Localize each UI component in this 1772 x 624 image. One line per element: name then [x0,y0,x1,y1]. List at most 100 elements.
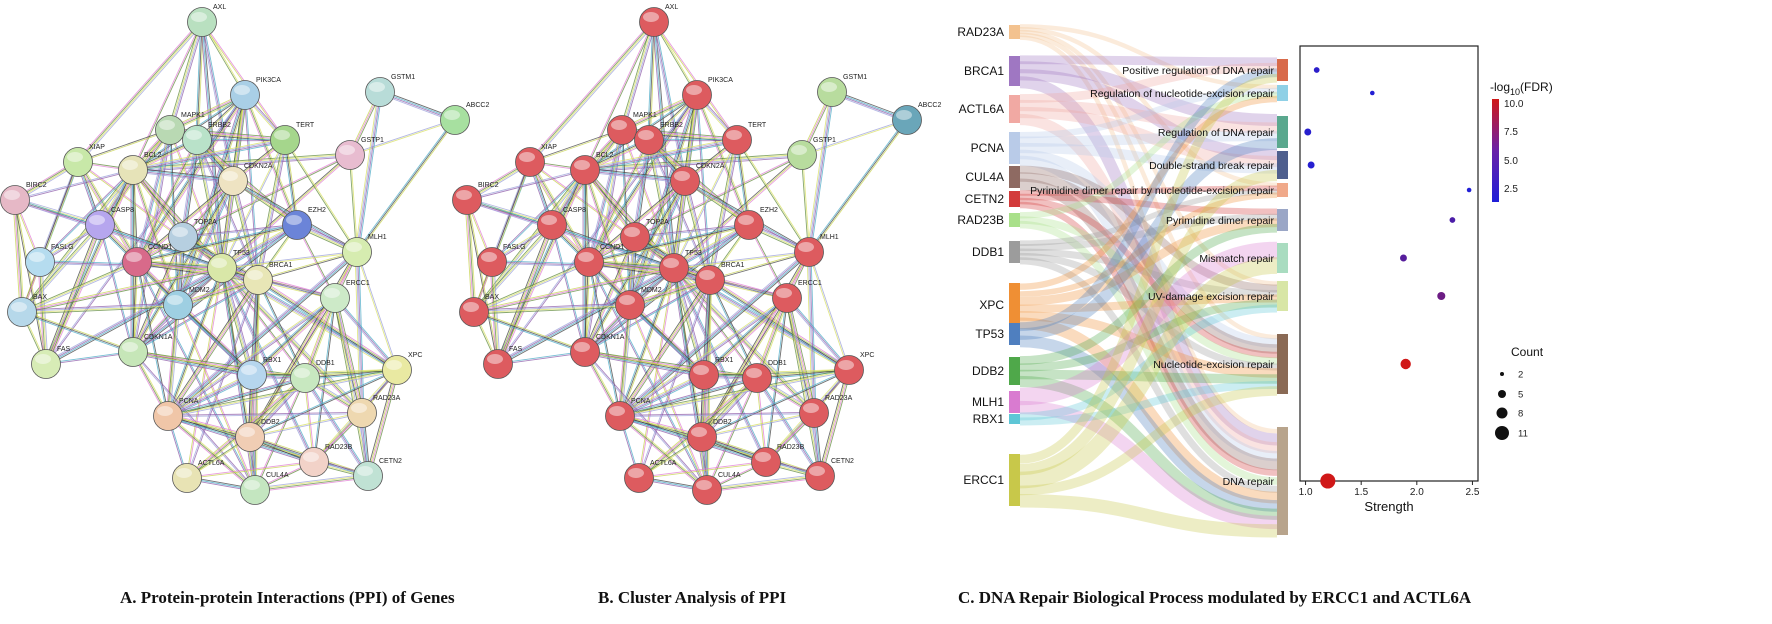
ppi-edge [585,156,803,173]
node-label-brca1: BRCA1 [721,262,744,269]
ppi-edge [220,268,255,491]
ppi-edge [672,268,766,463]
node-highlight [896,110,912,120]
ppi-edge [43,169,132,364]
gene-label-tp53: TP53 [975,327,1004,341]
dot-point [1437,291,1446,301]
ppi-edge [167,368,397,416]
ppi-edge [817,369,848,476]
ppi-edge [168,375,253,417]
node-label-bax: BAX [485,294,499,301]
ppi-edge [357,251,364,413]
ppi-edge [674,267,706,375]
node-highlight [578,252,594,262]
ppi-edge [335,296,399,370]
process-label: Regulation of nucleotide-excision repair [1090,88,1274,100]
ppi-edge [465,200,474,313]
node-highlight [798,242,814,252]
ppi-edge [138,95,248,264]
dot-point [1313,67,1320,73]
ppi-edge [618,296,787,416]
ppi-edge [185,267,222,478]
sankey-link [1019,155,1278,462]
ppi-edge [619,251,809,416]
ppi-edge [47,170,136,365]
ppi-edge [585,167,686,180]
process-label: Nucleotide-excision repair [1153,359,1274,371]
ppi-edge [132,21,202,170]
ppi-edge [785,298,820,477]
ppi-edge [182,223,297,237]
node-highlight [303,452,319,462]
node-highlight [324,288,340,298]
node-label-cdkn1a: CDKN1A [596,334,625,341]
sankey-link [1019,294,1278,313]
process-bar [1277,59,1288,81]
ppi-edge [168,413,363,418]
ppi-edge [369,370,400,477]
gene-bar-rad23b [1009,213,1020,227]
ppi-edge [133,141,286,173]
ppi-edge [584,170,685,183]
node-rad23a [347,398,377,428]
node-label-abcc2: ABCC2 [466,102,489,109]
ppi-edge [253,377,305,490]
sankey-link [1019,61,1278,126]
ppi-edge [168,370,398,418]
ppi-edge [133,167,234,180]
node-label-faslg: FASLG [503,244,526,251]
ppi-edge [221,250,357,268]
ppi-edge [619,369,850,417]
ppi-edge [137,261,170,416]
gene-bar-ddb1 [1009,241,1020,263]
ppi-edge [710,279,758,378]
ppi-edge [131,223,297,352]
node-label-mlh1: MLH1 [820,234,839,241]
ppi-edge [584,224,750,353]
process-bar [1277,85,1288,101]
ppi-edge [132,170,233,183]
ppi-edge [167,369,398,417]
node-xpc [382,355,412,385]
ppi-edge [467,199,500,364]
ppi-edge [355,91,380,252]
ppi-edge [621,280,713,418]
ppi-edge [132,152,350,169]
ppi-edge [552,223,675,268]
sankey-link [1019,188,1278,246]
sankey-link [1019,299,1278,372]
ppi-edge [787,296,851,370]
ppi-edge [620,370,850,418]
ppi-edge [710,252,810,282]
process-bar [1277,116,1288,148]
ppi-edge [620,253,811,418]
node-label-bcl2: BCL2 [144,152,162,159]
sankey-link [1019,216,1278,365]
ppi-edge [473,224,553,313]
sankey-link [1019,248,1278,298]
sankey-link [1019,26,1278,187]
ppi-edge [167,297,336,417]
sankey-link [1019,386,1278,496]
node-ccnd1 [122,247,152,277]
node-highlight [611,120,627,130]
ppi-edge [167,279,258,416]
node-highlight [696,480,712,490]
ppi-edge [195,140,222,269]
ppi-edge [703,297,787,375]
ppi-edge [498,269,676,367]
ppi-edge [22,306,179,315]
size-legend-label: 11 [1518,429,1528,440]
gene-bar-rbx1 [1009,414,1020,424]
ppi-edge [464,200,473,313]
node-cdkn2a [670,166,700,196]
ppi-edge [584,138,737,170]
ppi-edge [755,378,820,477]
caption-panel-b: B. Cluster Analysis of PPI [598,588,787,607]
sankey-link [1019,24,1278,90]
ppi-edge [587,262,620,417]
